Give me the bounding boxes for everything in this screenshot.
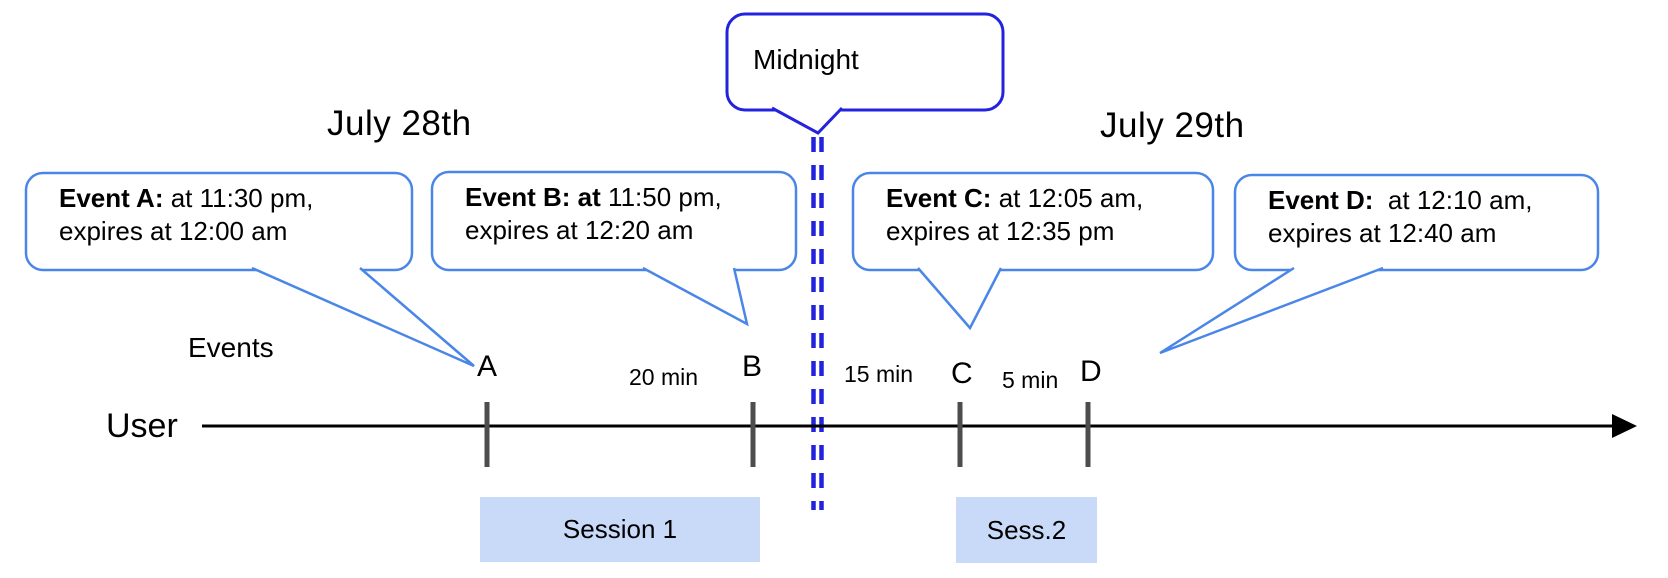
date-title-july-29: July 29th <box>1100 106 1245 145</box>
bubble-event-a-outline <box>24 171 414 272</box>
bubble-event-a-tail <box>251 266 475 368</box>
bubble-event-c-tail <box>917 267 1003 331</box>
session-2-label: Sess.2 <box>986 514 1067 545</box>
bubble-event-d-outline <box>1233 173 1600 272</box>
bubble-midnight-outline <box>725 12 1005 112</box>
event-d-time: at 12:10 am, <box>1373 185 1533 215</box>
event-d-name: Event D: <box>1268 185 1374 215</box>
event-b-time: 11:50 pm, <box>600 182 722 212</box>
event-c-name: Event C: <box>886 183 992 213</box>
bubble-midnight-tail <box>771 106 844 135</box>
event-b-name: Event B: at <box>465 182 601 212</box>
marker-d: D <box>1080 355 1102 388</box>
session-2-box: Sess.2 <box>956 497 1097 563</box>
date-title-july-28: July 28th <box>327 104 472 143</box>
bubble-event-a-text: Event A: at 11:30 pm, expires at 12:00 a… <box>59 182 313 248</box>
marker-c: C <box>951 357 973 390</box>
marker-b: B <box>742 350 763 383</box>
interval-20min-label: 20 min <box>629 364 699 390</box>
bubble-event-b-text: Event B: at 11:50 pm, expires at 12:20 a… <box>465 181 722 247</box>
timeline-arrowhead-icon <box>1612 414 1637 438</box>
event-b-expiry: expires at 12:20 am <box>465 215 694 245</box>
bubble-event-b-outline <box>430 170 798 272</box>
bubble-event-d-tail <box>1159 266 1384 355</box>
session-1-label: Session 1 <box>562 514 678 544</box>
bubble-event-c-text: Event C: at 12:05 am, expires at 12:35 p… <box>886 182 1143 248</box>
events-axis-label: Events <box>188 332 274 363</box>
event-a-expiry: expires at 12:00 am <box>59 216 288 246</box>
event-c-expiry: expires at 12:35 pm <box>886 216 1115 246</box>
event-c-time: at 12:05 am, <box>991 183 1144 213</box>
bubble-event-d-text: Event D: at 12:10 am, expires at 12:40 a… <box>1268 184 1532 250</box>
event-d-expiry: expires at 12:40 am <box>1268 218 1497 248</box>
user-axis-label: User <box>106 407 178 445</box>
interval-5min-label: 5 min <box>1002 367 1059 393</box>
bubble-event-c-outline <box>851 171 1215 272</box>
interval-15min-label: 15 min <box>844 361 914 387</box>
midnight-label: Midnight <box>753 44 859 75</box>
event-a-name: Event A: <box>59 183 164 213</box>
bubble-event-b-tail <box>642 266 749 327</box>
marker-a: A <box>477 350 498 383</box>
event-a-time: at 11:30 pm, <box>163 183 314 213</box>
session-1-box: Session 1 <box>480 497 760 562</box>
